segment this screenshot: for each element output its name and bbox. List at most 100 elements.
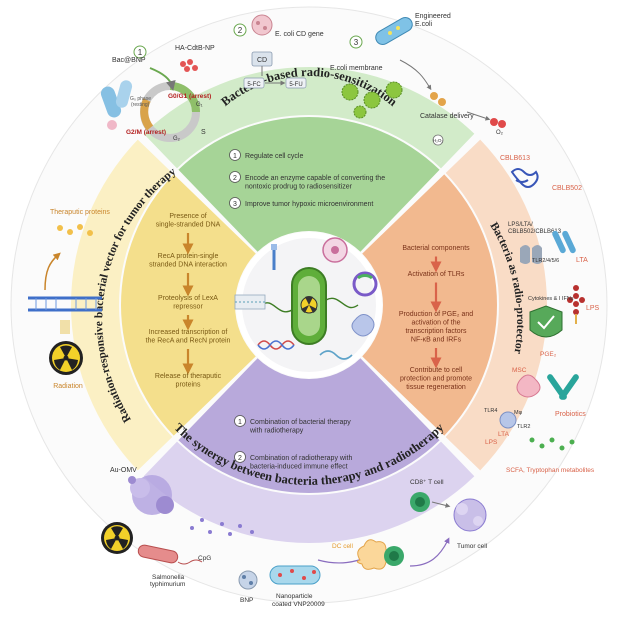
membrane-vesicles-icon	[341, 81, 403, 119]
center-bacterium-icon	[261, 267, 359, 345]
bnp-label: BNP	[240, 597, 253, 604]
lps-chain-icon	[567, 285, 585, 324]
au-omv-label: Au-OMV	[110, 467, 137, 474]
left-step-line: Presence of	[169, 213, 206, 220]
h2o2-bubble	[432, 134, 444, 146]
left-step-line: proteins	[176, 382, 201, 389]
cpg-dots-icon	[190, 518, 254, 536]
right-step-line: Bacterial components	[402, 245, 470, 252]
right-step-line: Contribute to cell	[410, 367, 463, 374]
hub-syringe-icon	[271, 244, 277, 270]
engineered-label-2: E.coli	[415, 21, 433, 28]
sectors	[70, 67, 547, 544]
right-step-line: Production of PGE₂ and	[399, 311, 473, 318]
fu-label: 5-FU	[289, 82, 302, 88]
left-step-line: the RecA and RecN protein	[146, 338, 231, 345]
shield-icon	[529, 305, 563, 338]
scfa-label: SCFA, Tryptophan metabolites	[506, 467, 595, 474]
top-item-badge	[229, 149, 241, 161]
tumor-label: Tumor cell	[457, 543, 488, 550]
sector-ring-left	[70, 139, 173, 471]
macrophage-icon	[499, 411, 517, 429]
hub-flagella-icon	[319, 350, 353, 360]
bottom-item-num: 2	[238, 455, 242, 462]
lps2-label: LPS	[485, 439, 498, 446]
right-step-line: Activation of TLRs	[408, 271, 465, 278]
g0g1-label: G0/G1 (arrest)	[168, 93, 211, 100]
o2-label: O₂	[496, 130, 504, 136]
bottom-item-text-line: with radiotherapy	[249, 428, 304, 435]
h2o2-label: H₂O₂	[433, 138, 443, 143]
g0-label: G₀ phase	[130, 96, 151, 102]
top-item-text-line: Improve tumor hypoxic microenvironment	[245, 201, 373, 208]
top-item-text: Regulate cell cycle	[245, 153, 303, 160]
cd8-label: CD8⁺ T cell	[410, 479, 444, 486]
msc-cell-icon	[516, 374, 541, 398]
ha-cdtb-label: HA-CdtB-NP	[175, 45, 215, 52]
tlr2-label: TLR2	[517, 424, 530, 430]
bottom-item-text-line: Combination of radiotherapy with	[250, 455, 352, 462]
left-step-line: stranded DNA interaction	[149, 262, 227, 269]
top-item-text: Improve tumor hypoxic microenvironment	[245, 201, 373, 208]
cytokines-label: Cytokines & I IFNs	[528, 296, 574, 302]
tumor-cell-icon	[453, 498, 487, 532]
left-step: Release of theraputic proteins	[155, 373, 222, 389]
tlr-label: TLR2/4/5/6	[532, 258, 559, 264]
outer-top-right: 3 Engineered E.coli E.coli membrane Cata…	[330, 13, 506, 146]
top-item-badge	[229, 197, 241, 209]
radiation-icon-bottom	[101, 522, 133, 554]
ecoli-cell-icon	[251, 14, 273, 36]
lta2-label: LTA	[498, 431, 510, 438]
hub-dna-icon	[257, 340, 295, 350]
top-left-num: 1	[138, 48, 143, 57]
tlr-receptor-icon	[520, 245, 542, 264]
cblb502-label: CBLB502	[552, 185, 582, 192]
right-step-line: tissue regeneration	[406, 384, 466, 391]
msc-label: MSC	[512, 367, 527, 374]
cd-gene-label: E. coli CD gene	[275, 31, 324, 38]
top-center-num: 2	[238, 26, 243, 35]
cpg-label: CpG	[198, 555, 211, 562]
left-step-line: Release of theraputic	[155, 373, 222, 380]
right-step-line: transcription factors	[405, 328, 467, 335]
top-item-text-line: Encode an enzyme capable of converting t…	[245, 175, 385, 182]
outer-right: CBLB613 CBLB502 LPS/LTA/ CBLB502/CBLB613…	[484, 155, 600, 474]
salmonella-label-1: Salmonella	[152, 574, 185, 581]
lps-label: LPS	[586, 305, 600, 312]
sector-right	[362, 174, 497, 436]
fu-box	[285, 77, 307, 89]
fc-label: 5-FC	[247, 82, 261, 88]
lps-group-label-2: CBLB502/CBLB613	[508, 229, 562, 235]
outer-bottom: Au-OMV Salmonella typhimurium	[101, 467, 488, 608]
nano-label-1: Nanoparticle	[276, 593, 313, 600]
g2m-label: G2/M (arrest)	[126, 129, 166, 136]
bnp-icon	[238, 570, 258, 590]
radiation-icon	[49, 341, 83, 375]
salmonella-icon	[137, 544, 203, 565]
lta-icon	[552, 230, 576, 254]
catalase-label: Catalase delivery	[420, 113, 474, 120]
left-step-line: Proteolysis of LexA	[158, 295, 218, 302]
top-item-num: 2	[233, 175, 237, 182]
g2-label: G₂	[173, 136, 181, 142]
nanoparticle-coated-icon	[269, 565, 321, 585]
fc-box	[243, 77, 265, 89]
top-item-text-line: Regulate cell cycle	[245, 153, 303, 160]
scfa-dots-icon	[529, 437, 575, 451]
o2-bubble-2	[498, 120, 506, 128]
g1-label: G₁	[196, 102, 203, 108]
theraputic-proteins-label: Theraputic proteins	[50, 209, 110, 216]
ecoli-membrane-label: E.coli membrane	[330, 65, 383, 72]
right-step-line: NF-κB and IRFs	[411, 337, 462, 344]
tcell-icon-green	[384, 546, 404, 566]
cblb-protein-icon	[510, 168, 539, 188]
g0-sub-label: (resting)	[131, 102, 150, 108]
pge-label: PGE₂	[540, 351, 557, 358]
lta-label: LTA	[576, 257, 588, 264]
